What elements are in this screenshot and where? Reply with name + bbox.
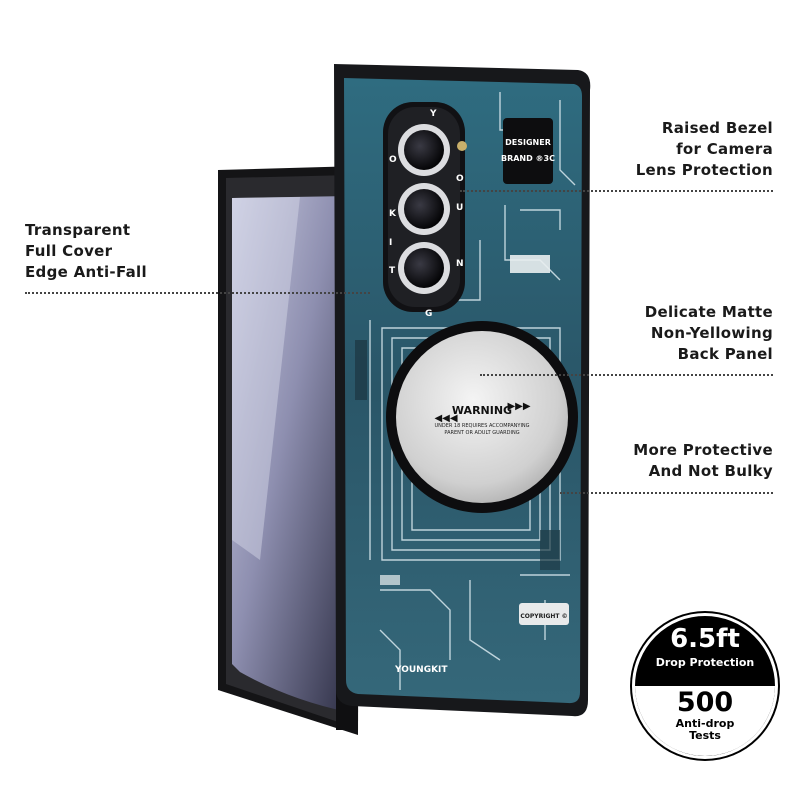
drop-height: 6.5ft — [670, 624, 740, 654]
callout-line: Transparent — [25, 221, 131, 239]
leader-line — [480, 374, 773, 376]
arrow-left-icon: ◀◀◀ — [434, 413, 457, 424]
callout-line: Non-Yellowing — [650, 324, 773, 342]
callout-transparent: Transparent Full Cover Edge Anti-Fall — [25, 220, 147, 283]
callout-line: Full Cover — [25, 242, 113, 260]
camera-letter: T — [389, 266, 396, 276]
callout-raised-bezel: Raised Bezel for Camera Lens Protection — [636, 118, 773, 181]
badge-bottom: 500 Anti-drop Tests — [635, 686, 775, 756]
camera-letter: K — [389, 209, 397, 219]
camera-letter: O — [389, 155, 397, 165]
camera-letter: O — [456, 174, 464, 184]
designer-tag-line-1: DESIGNER — [505, 138, 551, 147]
callout-line: Raised Bezel — [661, 119, 773, 137]
camera-letter: N — [456, 259, 464, 269]
callout-line: Edge Anti-Fall — [25, 263, 147, 281]
arrow-right-icon: ▶▶▶ — [507, 401, 530, 412]
callout-line: More Protective — [633, 441, 773, 459]
leader-line — [560, 492, 773, 494]
designer-tag-line-2: BRAND ®3C — [501, 154, 555, 163]
leader-line — [25, 292, 370, 294]
callout-protective: More Protective And Not Bulky — [633, 440, 773, 482]
camera-letter: U — [456, 203, 463, 213]
warning-title: WARNING — [452, 404, 512, 417]
callout-line: Back Panel — [677, 345, 773, 363]
warning-sub-2: PARENT OR ADULT GUARDING — [444, 430, 519, 436]
tests-count: 500 — [676, 687, 734, 718]
copyright-print: COPYRIGHT © — [520, 613, 567, 620]
tests-label: Anti-drop — [675, 717, 735, 730]
tests-label: Tests — [689, 729, 721, 742]
leader-line — [460, 190, 773, 192]
camera-letter: Y — [429, 109, 437, 119]
magsafe-ring: WARNING ◀◀◀ ▶▶▶ UNDER 18 REQUIRES ACCOMP… — [386, 321, 578, 513]
warning-sub-1: UNDER 18 REQUIRES ACCOMPANYING — [434, 423, 529, 429]
callout-line: Delicate Matte — [644, 303, 773, 321]
drop-label: Drop Protection — [655, 656, 755, 669]
drop-protection-badge: 6.5ft Drop Protection 500 Anti-drop Test… — [632, 613, 778, 759]
callout-line: And Not Bulky — [648, 462, 773, 480]
callout-matte-panel: Delicate Matte Non-Yellowing Back Panel — [645, 302, 773, 365]
callout-line: Lens Protection — [635, 161, 773, 179]
brand-print: YOUNGKIT — [394, 665, 448, 675]
badge-top: 6.5ft Drop Protection — [635, 616, 775, 686]
camera-letter: I — [389, 238, 392, 248]
callout-line: for Camera — [676, 140, 773, 158]
camera-letter: G — [425, 309, 432, 319]
camera-module: Y O K I T O U N G — [383, 102, 467, 319]
phone-fold-frame — [218, 166, 360, 735]
